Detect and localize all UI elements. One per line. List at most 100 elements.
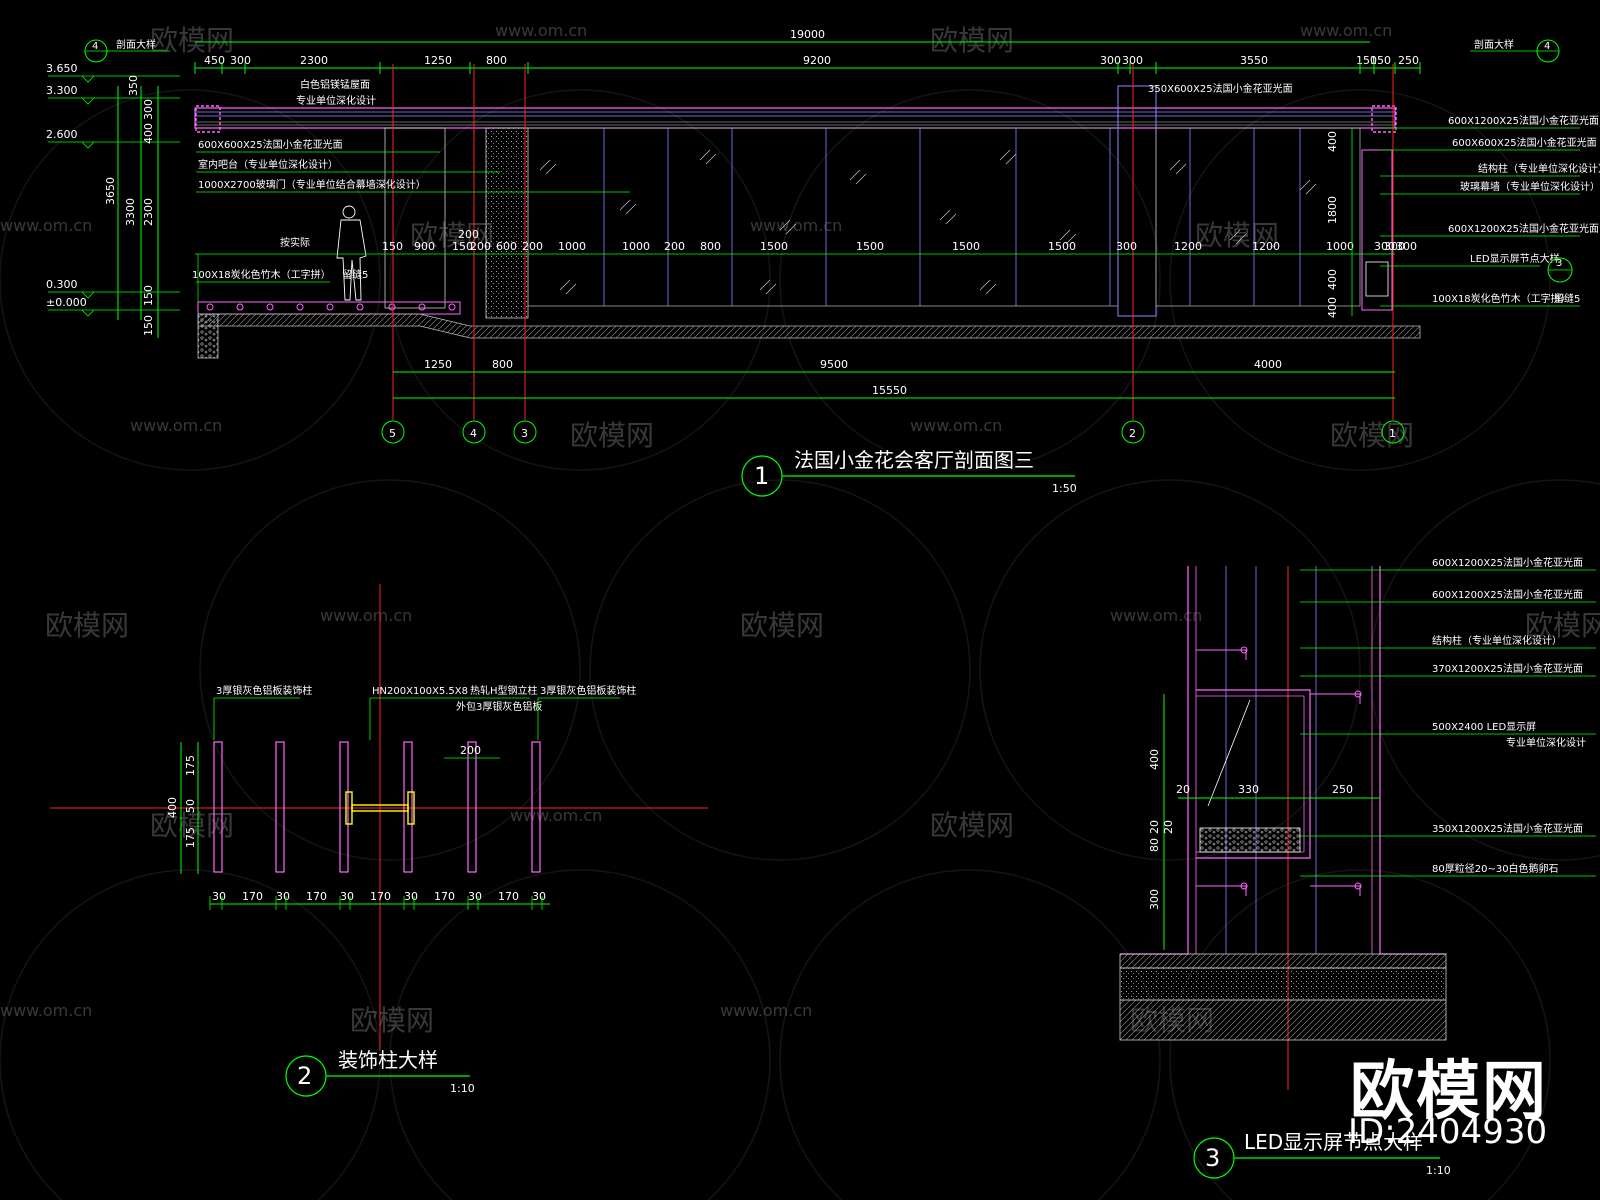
s2-hdim-9: 170 bbox=[498, 890, 519, 903]
s2-note-1: HN200X100X5.5X8 bbox=[372, 686, 468, 697]
mid-dim-16: 1200 bbox=[1174, 240, 1202, 253]
watermark-logo: 欧模网 bbox=[570, 419, 654, 452]
elevation-2: 2.600 bbox=[46, 128, 78, 141]
s3-vdim-0: 400 bbox=[1148, 749, 1161, 770]
section-3-title: LED显示屏节点大样 bbox=[1244, 1130, 1423, 1154]
note-right-7: 100X18炭化色竹木（工字拼） bbox=[1432, 292, 1571, 305]
mid-dim-14: 1500 bbox=[1048, 240, 1076, 253]
mid-dim-11: 1500 bbox=[760, 240, 788, 253]
mid-dim-3: 200 bbox=[470, 240, 491, 253]
watermark-logo: 欧模网 bbox=[740, 609, 824, 642]
watermark-url: www.om.cn bbox=[1110, 606, 1202, 625]
tag-num-left: 4 bbox=[92, 41, 98, 52]
note-left-4: 1000X2700玻璃门（专业单位结合幕墙深化设计） bbox=[198, 178, 426, 191]
dim-top-5: 9200 bbox=[803, 54, 831, 67]
mid-dim-19: 300 bbox=[1374, 240, 1395, 253]
left-dim-4: 3650 bbox=[104, 177, 117, 205]
note-left-1: 专业单位深化设计 bbox=[296, 94, 376, 107]
right-dim-0: 400 bbox=[1326, 131, 1339, 152]
s2-note-3: 外包3厚银灰色铝板 bbox=[456, 700, 542, 713]
s2-hdim-4: 30 bbox=[340, 890, 354, 903]
left-dim-1: 300 bbox=[142, 99, 155, 120]
note-left-3: 室内吧台（专业单位深化设计） bbox=[198, 158, 338, 171]
s2-note-4: 3厚银灰色铝板装饰柱 bbox=[540, 684, 636, 697]
dim-bottom-0: 1250 bbox=[424, 358, 452, 371]
s2-hdim-1: 170 bbox=[242, 890, 263, 903]
axis-label-4: 1 bbox=[1389, 427, 1396, 440]
s3-note-0: 600X1200X25法国小金花亚光面 bbox=[1432, 556, 1583, 569]
dim-top-2: 2300 bbox=[300, 54, 328, 67]
s2-hdim-8: 30 bbox=[468, 890, 482, 903]
watermark-logo: 欧模网 bbox=[150, 24, 234, 57]
dim-top-10: 150 bbox=[1370, 54, 1391, 67]
section-2-scale: 1:10 bbox=[450, 1082, 475, 1095]
s2-hdim-3: 170 bbox=[306, 890, 327, 903]
section-1-number: 1 bbox=[754, 462, 769, 490]
s2-hdim-6: 30 bbox=[404, 890, 418, 903]
dim-top-9: 150 bbox=[1356, 54, 1377, 67]
watermark-logo: 欧模网 bbox=[930, 809, 1014, 842]
h-steel-column bbox=[345, 791, 415, 825]
watermark-url: www.om.cn bbox=[910, 416, 1002, 435]
note-left-0: 白色铝镁锰屋面 bbox=[300, 78, 370, 91]
s2-hdim-0: 30 bbox=[212, 890, 226, 903]
note-right-2: 600X600X25法国小金花亚光面 bbox=[1452, 136, 1597, 149]
section-1-title: 法国小金花会客厅剖面图三 bbox=[794, 448, 1034, 472]
note-right-6: LED显示屏节点大样 bbox=[1470, 252, 1560, 265]
tag-label-left: 剖面大样 bbox=[116, 38, 156, 51]
mid-dim-0: 150 bbox=[382, 240, 403, 253]
detail-tag-left: 4 剖面大样 bbox=[84, 38, 170, 63]
note-right-8: 留缝5 bbox=[1554, 292, 1580, 305]
s2-hdim-7: 170 bbox=[434, 890, 455, 903]
dim-top-4: 800 bbox=[486, 54, 507, 67]
left-dim-3: 2300 bbox=[142, 198, 155, 226]
axis-label-2: 3 bbox=[521, 427, 528, 440]
tag-label-right: 剖面大样 bbox=[1474, 38, 1514, 51]
mid-dim-17: 1200 bbox=[1252, 240, 1280, 253]
s2-vdim-1: 50 bbox=[184, 799, 197, 813]
note-right-4: 玻璃幕墙（专业单位深化设计） bbox=[1460, 180, 1600, 193]
mid-dim-8: 1000 bbox=[622, 240, 650, 253]
s3-vdim-3: 20 bbox=[1162, 820, 1175, 834]
section-2-number: 2 bbox=[297, 1062, 312, 1090]
mid-dim-12: 1500 bbox=[856, 240, 884, 253]
note-right-0: 350X600X25法国小金花亚光面 bbox=[1148, 82, 1293, 95]
dim-top-3: 1250 bbox=[424, 54, 452, 67]
note-left-6: 100X18炭化色竹木（工字拼） bbox=[192, 268, 331, 281]
mid-dim-2: 150 bbox=[452, 240, 473, 253]
dim-top-1: 300 bbox=[230, 54, 251, 67]
s3-note-2: 结构柱（专业单位深化设计） bbox=[1432, 634, 1562, 647]
right-dim-3: 400 bbox=[1326, 297, 1339, 318]
watermark-url: www.om.cn bbox=[495, 21, 587, 40]
right-dim-2: 400 bbox=[1326, 269, 1339, 290]
watermark-url: www.om.cn bbox=[720, 1001, 812, 1020]
s3-hdim-2: 250 bbox=[1332, 783, 1353, 796]
s2-vdim-0: 175 bbox=[184, 755, 197, 776]
axis-label-1: 4 bbox=[470, 427, 477, 440]
note-right-5: 600X1200X25法国小金花亚光面 bbox=[1448, 222, 1599, 235]
s3-hdim-0: 20 bbox=[1176, 783, 1190, 796]
note-left-2: 600X600X25法国小金花亚光面 bbox=[198, 138, 343, 151]
section-3-scale: 1:10 bbox=[1426, 1164, 1451, 1177]
section-3-drawing: 400 20 80 20 300 20 330 250 600X1200X25法… bbox=[1119, 556, 1596, 1179]
dim-top-total: 19000 bbox=[790, 28, 825, 41]
s2-hdim-2: 30 bbox=[276, 890, 290, 903]
mid-dim-10: 800 bbox=[700, 240, 721, 253]
watermark-url: www.om.cn bbox=[0, 1001, 92, 1020]
watermark-logo: 欧模网 bbox=[1195, 219, 1279, 252]
s2-vdim-3: 400 bbox=[166, 797, 179, 818]
s3-vdim-4: 300 bbox=[1148, 889, 1161, 910]
mid-dim-7: 1000 bbox=[558, 240, 586, 253]
s2-top-dim: 200 bbox=[460, 744, 481, 757]
dim-top-6: 300 bbox=[1100, 54, 1121, 67]
dim-top-11: 250 bbox=[1398, 54, 1419, 67]
s3-vdim-1: 20 bbox=[1148, 820, 1161, 834]
mid-dim-21: 300 bbox=[1396, 240, 1417, 253]
s3-note-7: 80厚粒径20~30白色鹅卵石 bbox=[1432, 862, 1559, 875]
note-right-1: 600X1200X25法国小金花亚光面 bbox=[1448, 114, 1599, 127]
watermark-url: www.om.cn bbox=[510, 806, 602, 825]
note-left-5: 按实际 bbox=[280, 236, 310, 249]
